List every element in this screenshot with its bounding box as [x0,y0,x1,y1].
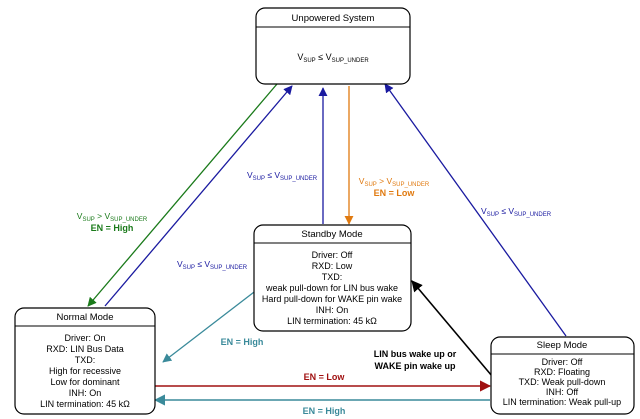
label-unpowered-to-normal-cond: VSUP > VSUP_UNDER [77,211,148,223]
state-standby-line: INH: On [316,305,349,315]
state-sleep-title: Sleep Mode [537,340,588,351]
state-unpowered-condition: VSUP ≤ VSUP_UNDER [297,52,369,64]
label-unpowered-to-normal-en: EN = High [91,223,134,233]
state-sleep-line: Driver: Off [542,357,583,367]
arrow-standby-to-normal [162,288,259,363]
state-standby-line: LIN termination: 45 kΩ [287,316,377,326]
state-standby-line: Hard pull-down for WAKE pin wake [262,294,402,304]
state-unpowered-title: Unpowered System [292,13,375,24]
state-normal-line: LIN termination: 45 kΩ [40,399,130,409]
state-sleep-line: RXD: Floating [534,367,590,377]
label-sleep-to-standby-line2: WAKE pin wake up [374,361,456,371]
state-normal-line: RXD: LIN Bus Data [46,344,124,354]
label-sleep-to-unpowered: VSUP ≤ VSUP_UNDER [481,206,552,218]
state-normal-title: Normal Mode [56,312,113,323]
state-normal-line: Low for dominant [50,377,120,387]
state-normal-line: TXD: [75,355,96,365]
state-standby-line: Driver: Off [312,250,353,260]
state-standby-title: Standby Mode [301,229,362,240]
label-unpowered-to-standby-en: EN = Low [374,188,416,198]
arrow-sleep-to-standby [411,280,493,377]
arrow-sleep-to-unpowered [384,83,567,337]
state-standby-line: TXD: [322,272,343,282]
state-sleep-line: INH: Off [546,387,579,397]
arrow-normal-to-unpowered [104,85,293,307]
state-normal-line: High for recessive [49,366,121,376]
label-sleep-to-standby-line1: LIN bus wake up or [374,349,457,359]
state-sleep-line: LIN termination: Weak pull-up [503,397,621,407]
label-standby-to-normal-en: EN = High [221,337,264,347]
state-standby-line: weak pull-down for LIN bus wake [265,283,398,293]
state-sleep-line: TXD: Weak pull-down [519,377,606,387]
state-standby-line: RXD: Low [312,261,353,271]
label-standby-to-unpowered: VSUP ≤ VSUP_UNDER [247,170,318,182]
label-unpowered-to-standby-cond: VSUP > VSUP_UNDER [359,176,430,188]
state-normal: Normal Mode Driver: On RXD: LIN Bus Data… [14,307,156,415]
state-normal-line: INH: On [69,388,102,398]
label-sleep-to-normal-en: EN = High [303,406,346,416]
label-normal-to-sleep-en: EN = Low [304,372,346,382]
arrow-unpowered-to-normal [87,83,278,307]
label-normal-to-unpowered: VSUP ≤ VSUP_UNDER [177,259,248,271]
state-standby: Standby Mode Driver: Off RXD: Low TXD: w… [253,224,412,332]
state-normal-line: Driver: On [64,333,105,343]
state-sleep: Sleep Mode Driver: Off RXD: Floating TXD… [490,336,635,415]
state-unpowered: Unpowered System VSUP ≤ VSUP_UNDER [255,7,411,85]
